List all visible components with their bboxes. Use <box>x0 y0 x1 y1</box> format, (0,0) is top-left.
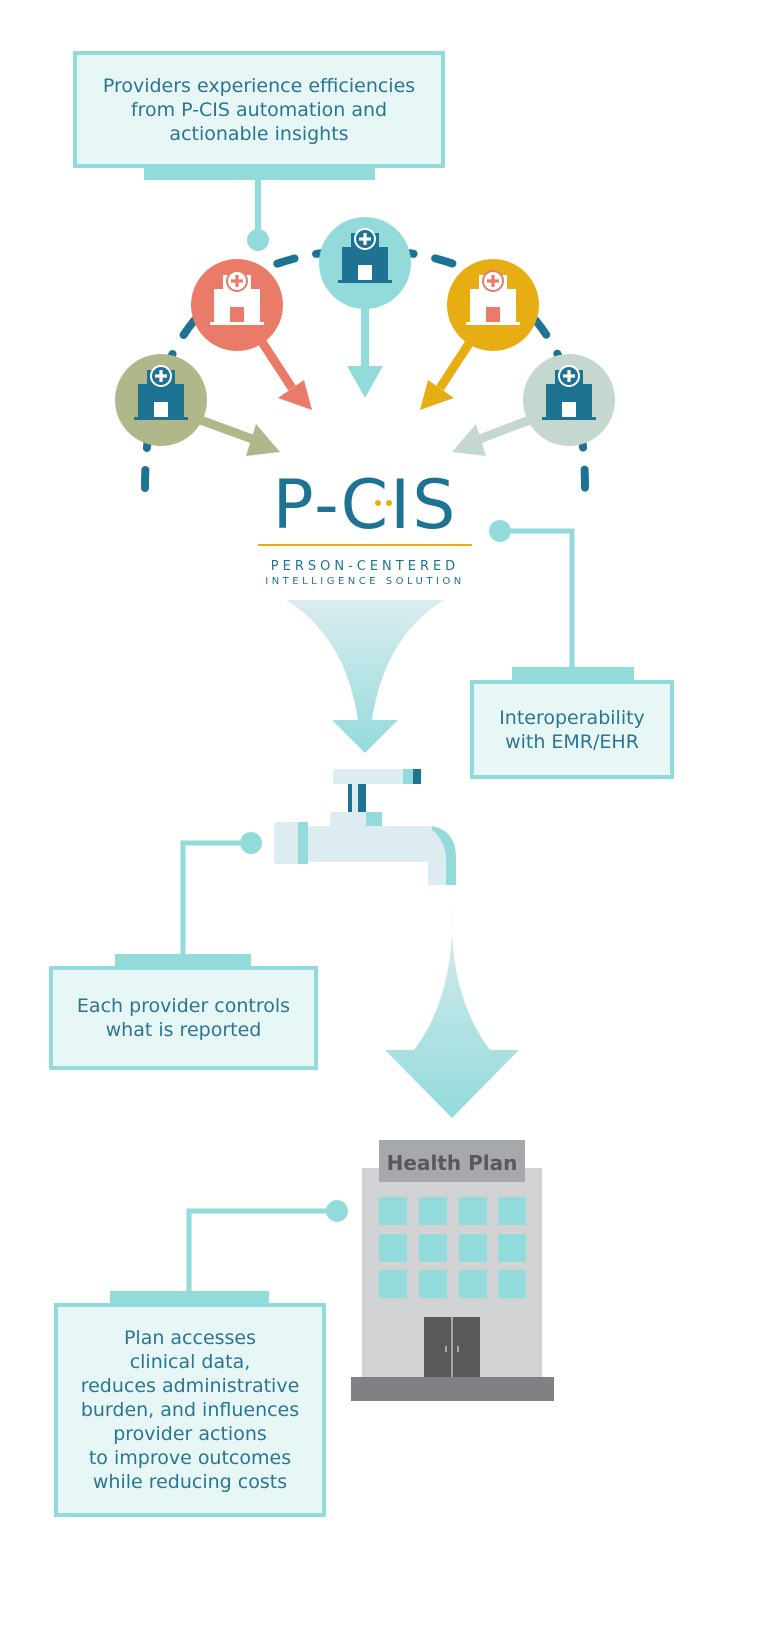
controls-callout-text: Each provider controls what is reported <box>76 995 291 1041</box>
arrow-coral <box>258 339 312 410</box>
arrow-olive <box>193 413 280 456</box>
logo-wordmark: P-CIS <box>273 466 458 545</box>
arrow-teal <box>347 300 383 398</box>
controls-connector <box>115 832 262 968</box>
funnel-arrow-icon <box>385 905 519 1118</box>
logo-tagline-line2: INTELLIGENCE SOLUTION <box>265 576 465 587</box>
arrow-sage <box>452 413 537 456</box>
plan-callout-text: Plan accesses clinical data, reduces adm… <box>80 1327 300 1493</box>
building-sign-label: Health Plan <box>387 1151 518 1175</box>
hospital-sage <box>523 354 615 446</box>
arrow-gold <box>420 339 474 410</box>
hospital-teal <box>319 217 411 309</box>
interoperability-connector <box>489 520 634 681</box>
providers-callout-text: Providers experience efficiencies from P… <box>102 74 416 145</box>
hospital-olive <box>115 354 207 446</box>
controls-callout: Each provider controls what is reported <box>49 966 318 1070</box>
plan-callout: Plan accesses clinical data, reduces adm… <box>54 1303 326 1517</box>
providers-callout: Providers experience efficiencies from P… <box>73 51 445 168</box>
building-sign <box>379 1140 525 1182</box>
interoperability-callout-text: Interoperability with EMR/EHR <box>499 706 645 753</box>
office-building-icon: Health Plan <box>351 1140 554 1401</box>
faucet-icon <box>274 769 456 885</box>
logo-tagline-line1: PERSON-CENTERED <box>271 559 459 574</box>
interoperability-callout: Interoperability with EMR/EHR <box>470 680 674 779</box>
hospital-gold <box>447 259 539 351</box>
providers-connector <box>247 178 269 251</box>
plan-connector <box>110 1200 348 1305</box>
funnel-arrow-icon <box>286 600 444 753</box>
providers-box-tab <box>144 166 375 180</box>
hospital-coral <box>191 259 283 351</box>
pcis-logo: P-CIS PERSON-CENTERED INTELLIGENCE SOLUT… <box>258 466 472 587</box>
